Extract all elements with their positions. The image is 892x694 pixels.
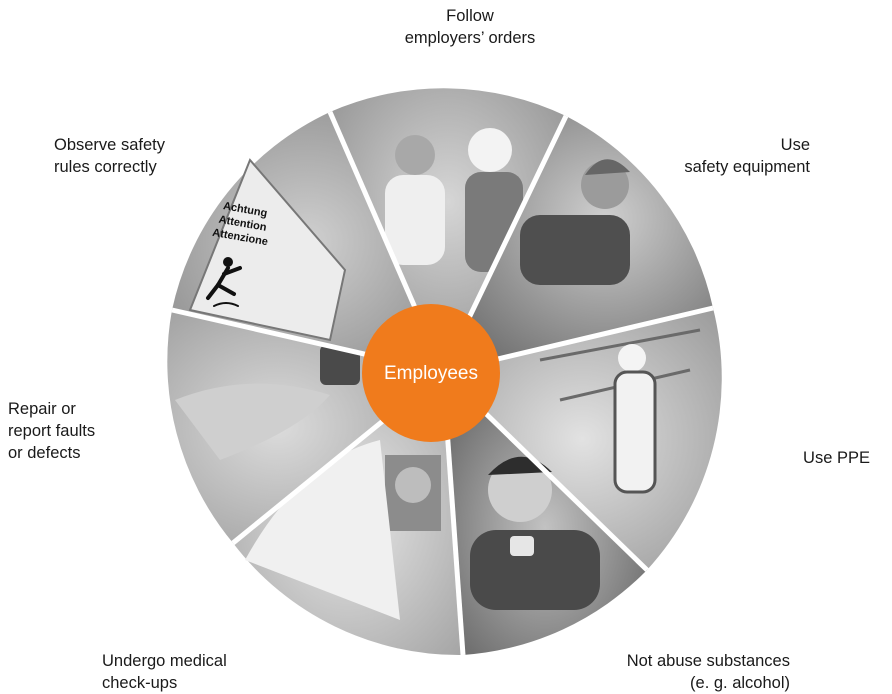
segment-use-ppe [443, 308, 722, 570]
segment-not-abuse-substances [443, 372, 647, 655]
segment-undergo-medical-checkups [233, 372, 463, 656]
label-not-abuse-substances: Not abuse substances(e. g. alcohol) [626, 652, 790, 692]
segment-observe-safety-rules: Achtung Attention Attenzione [172, 112, 443, 372]
slip-hazard-icon [206, 257, 242, 307]
center-circle [362, 304, 500, 442]
segment-follow-orders [330, 88, 566, 372]
center-label: Employees [384, 363, 478, 384]
label-use-ppe: Use PPE [803, 449, 870, 467]
segment-use-safety-equipment [443, 116, 713, 372]
